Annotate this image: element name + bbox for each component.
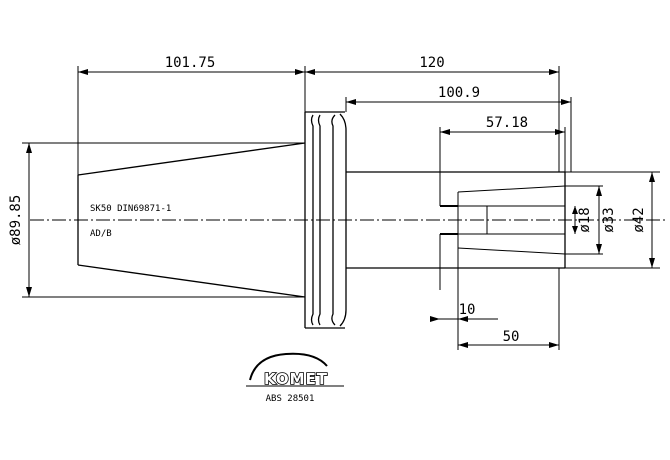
- dim-body-length: [346, 99, 571, 105]
- dim-overall-length: [305, 69, 559, 75]
- dim-depth-10: [430, 316, 498, 322]
- dim-text-taper-length: 101.75: [165, 55, 216, 71]
- dim-text-d33: ø33: [601, 207, 617, 232]
- dim-text-d18: ø18: [577, 207, 593, 232]
- dim-text-depth-50: 50: [503, 329, 520, 345]
- dim-text-d42: ø42: [631, 207, 647, 232]
- dim-text-overall-length: 120: [419, 55, 444, 71]
- dim-flange-diameter: [26, 143, 32, 297]
- dim-depth-50: [458, 342, 559, 348]
- logo-brand: KOMET: [264, 370, 328, 388]
- note-form: AD/B: [90, 229, 112, 239]
- dim-bore-depth: [440, 129, 565, 135]
- komet-logo: KOMET: [246, 352, 344, 389]
- dim-text-flange-diameter: ø89.85: [8, 195, 24, 246]
- dim-taper-length: [78, 69, 305, 75]
- article-number: ABS 28501: [266, 394, 315, 404]
- dim-text-body-length: 100.9: [438, 85, 480, 101]
- extension-lines: [22, 66, 660, 350]
- dim-d33: [596, 186, 602, 254]
- dim-d18: [572, 206, 578, 234]
- note-standard: SK50 DIN69871-1: [90, 204, 171, 214]
- dim-d42: [649, 172, 655, 268]
- dim-text-depth-10: 10: [459, 302, 476, 318]
- logo-swoosh-icon: [249, 352, 328, 381]
- dim-text-bore-depth: 57.18: [486, 115, 528, 131]
